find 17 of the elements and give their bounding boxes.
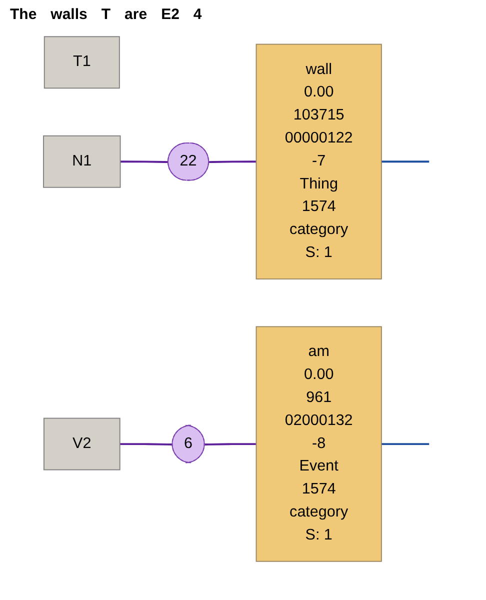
connector [209,160,256,164]
connector [120,443,173,446]
row-label: The [10,6,37,23]
node-box: am 0.00 961 02000132 -8 Event 1574 category S: 1 [256,326,382,562]
node-box: T1 [44,36,120,89]
node-box: wall 0.00 103715 00000122 -7 Thing 1574 category S: 1 [256,44,382,280]
row-label: 4 [193,6,202,23]
row-label: are [124,6,148,23]
row-label: E2 [161,6,180,23]
connector [204,443,256,446]
row-label: T [101,6,111,23]
row-label: walls [50,6,88,23]
node-box: N1 [43,135,121,188]
connector [381,443,430,445]
node-box: V2 [43,418,120,470]
connector [120,160,168,164]
connector [381,160,430,163]
